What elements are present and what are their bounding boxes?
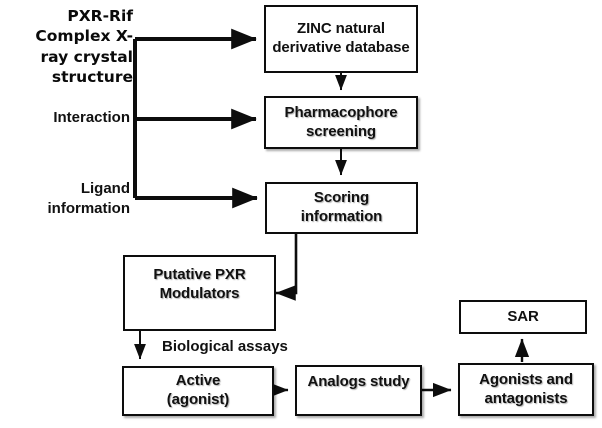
node-scoring-information[interactable]: Scoring information	[265, 182, 418, 234]
node-analogs-study[interactable]: Analogs study	[295, 365, 422, 416]
node-pharmacophore-screening[interactable]: Pharmacophore screening	[264, 96, 418, 149]
edge-scoring-to-putative	[275, 234, 298, 301]
edge-label-biological-assays: Biological assays	[162, 338, 288, 355]
node-scoring-information-label: Scoring information	[300, 189, 383, 225]
node-active-agonist[interactable]: Active (agonist)	[122, 366, 274, 416]
node-agonists-antagonists-label: Agonists and antagonists	[479, 370, 573, 407]
node-putative-pxr-modulators[interactable]: Putative PXR Modulators	[123, 255, 276, 331]
node-zinc-database-label: ZINC natural derivative database	[272, 20, 410, 56]
node-agonists-antagonists[interactable]: Agonists and antagonists	[458, 363, 594, 416]
node-putative-pxr-modulators-label: Putative PXR Modulators	[153, 266, 246, 302]
node-analogs-study-label: Analogs study	[307, 373, 410, 390]
node-active-agonist-label: Active (agonist)	[166, 372, 230, 408]
input-label-interaction: Interaction	[53, 109, 130, 126]
node-sar[interactable]: SAR	[459, 300, 587, 334]
node-pharmacophore-screening-label: Pharmacophore screening	[284, 103, 398, 140]
input-label-ligand-information: Ligand information	[47, 180, 131, 217]
node-sar-label: SAR	[507, 307, 539, 325]
input-label-pxr-rif-complex: PXR-Rif Complex X- ray crystal structure	[35, 7, 133, 87]
node-zinc-database[interactable]: ZINC natural derivative database	[264, 5, 418, 73]
